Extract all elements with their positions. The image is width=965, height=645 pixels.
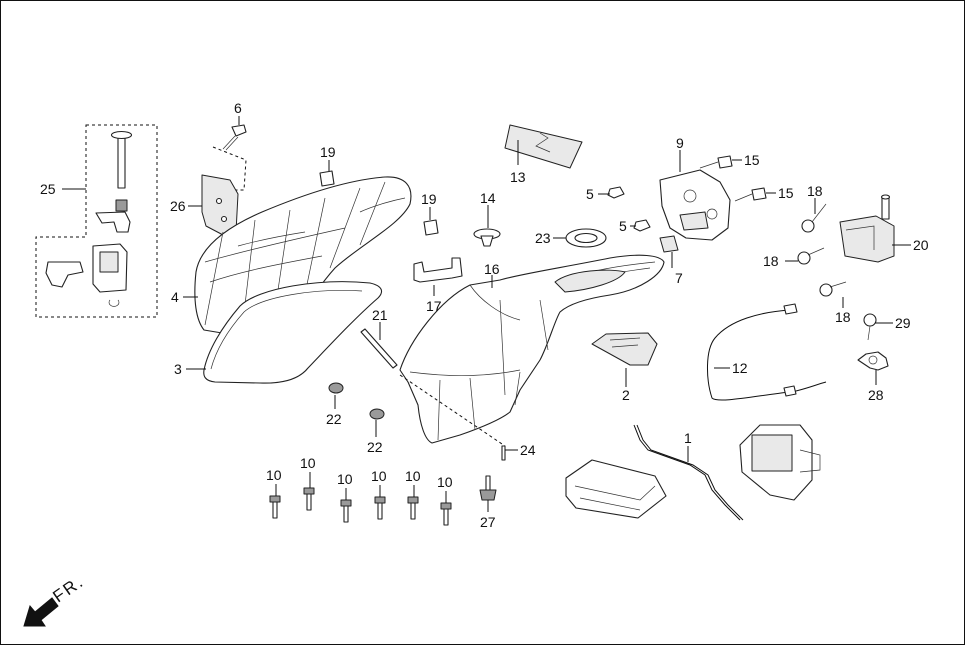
part-16-luggage-box (399, 254, 665, 444)
callout-10d: 10 (371, 468, 387, 484)
callout-10c: 10 (337, 471, 353, 487)
part-6-bolt (222, 124, 247, 151)
callout-23: 23 (535, 230, 551, 246)
part-18-screw (797, 203, 847, 297)
callout-17: 17 (426, 298, 442, 314)
part-23-grommet (565, 228, 607, 248)
part-9-latch (659, 169, 731, 241)
callout-21: 21 (372, 307, 388, 323)
callout-6: 6 (234, 100, 242, 116)
callout-9: 9 (676, 135, 684, 151)
arrow-icon (23, 597, 59, 627)
callout-20: 20 (913, 237, 929, 253)
part-22-grommet (328, 382, 385, 420)
part-24-pin (399, 374, 506, 461)
part-12-cable (706, 303, 827, 401)
part-2-cover (591, 332, 658, 366)
callout-26: 26 (170, 198, 186, 214)
callout-18c: 18 (835, 309, 851, 325)
part-13-manual (504, 124, 583, 169)
part-housing (739, 424, 821, 501)
part-14-clip (473, 228, 501, 247)
part-19-rubber (319, 170, 439, 236)
callout-13: 13 (510, 169, 526, 185)
part-15-bolt (699, 155, 767, 202)
callout-18b: 18 (763, 253, 779, 269)
callout-16: 16 (484, 261, 500, 277)
callout-19a: 19 (320, 144, 336, 160)
callout-4: 4 (171, 289, 179, 305)
callout-2: 2 (622, 387, 630, 403)
callout-28: 28 (868, 387, 884, 403)
part-28-clamp (857, 351, 889, 371)
part-10-bolts (269, 487, 452, 526)
callout-10a: 10 (266, 467, 282, 483)
callout-3: 3 (174, 361, 182, 377)
part-3-seal (203, 281, 383, 384)
callout-10b: 10 (300, 455, 316, 471)
part-25-seat-hinge-kit (35, 124, 158, 318)
part-tray (565, 459, 667, 519)
part-21-pin (360, 328, 398, 369)
part-1-rod (633, 424, 744, 521)
callout-22a: 22 (326, 411, 342, 427)
callout-7: 7 (675, 270, 683, 286)
callout-1: 1 (684, 430, 692, 446)
callout-5b: 5 (619, 218, 627, 234)
callout-19b: 19 (421, 191, 437, 207)
part-7-spring (659, 235, 679, 253)
callout-18a: 18 (807, 183, 823, 199)
callout-25: 25 (40, 181, 56, 197)
callout-15b: 15 (778, 185, 794, 201)
callout-5a: 5 (586, 186, 594, 202)
part-20-actuator (839, 194, 895, 263)
part-27-bolt (479, 475, 497, 501)
callout-14: 14 (480, 190, 496, 206)
part-29-screw (863, 313, 877, 341)
callout-22b: 22 (367, 439, 383, 455)
callout-29: 29 (895, 315, 911, 331)
callout-10e: 10 (405, 468, 421, 484)
callouts: 25 26 6 4 3 19 19 13 14 23 16 17 21 22 2… (40, 100, 929, 530)
leader-lines (62, 116, 911, 512)
callout-12: 12 (732, 360, 748, 376)
part-17-bracket (413, 257, 463, 283)
callout-27: 27 (480, 514, 496, 530)
callout-15a: 15 (744, 152, 760, 168)
callout-24: 24 (520, 442, 536, 458)
callout-10f: 10 (437, 474, 453, 490)
